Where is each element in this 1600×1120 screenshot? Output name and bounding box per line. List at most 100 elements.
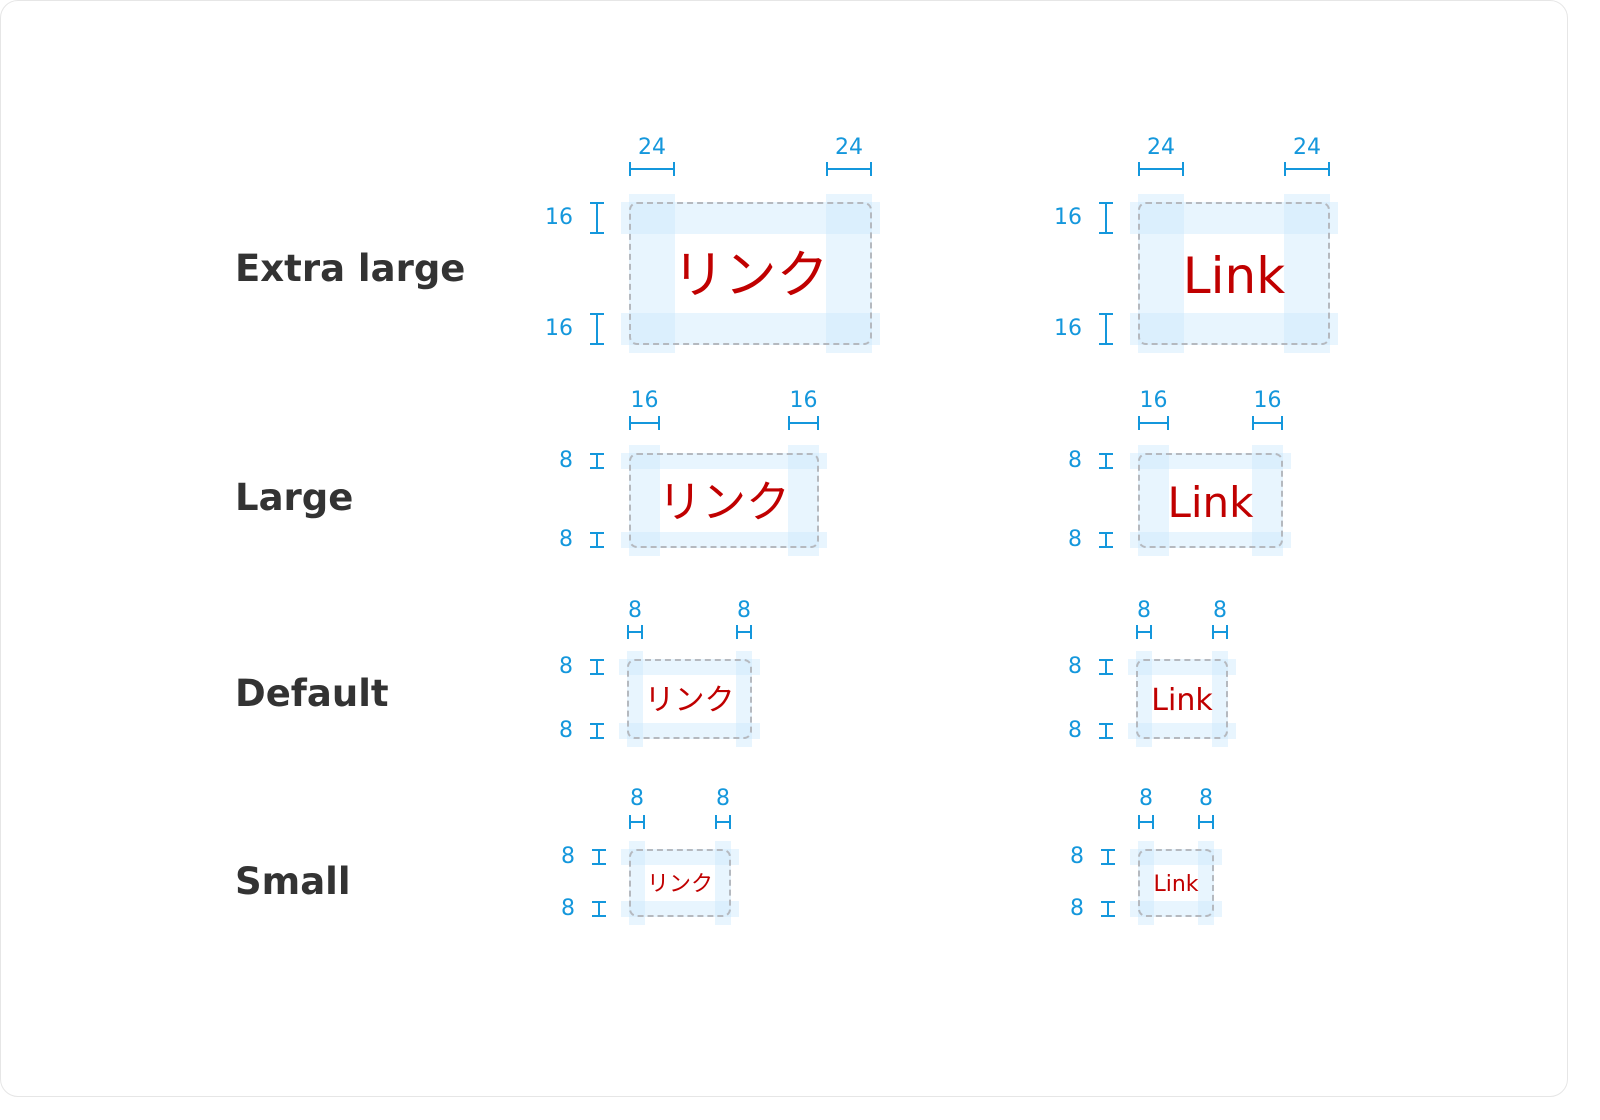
default-jp-vdim-top [590,659,604,675]
small-en-outline [1138,849,1214,917]
extra-large-jp-vdim-top [590,202,604,234]
extra-large-jp-hdim-right-value: 24 [835,135,863,160]
default-jp-vdim-top-value: 8 [559,654,573,679]
large-jp-vdim-top [590,453,604,469]
row-label-extra-large: Extra large [235,247,466,290]
extra-large-en-vdim-bottom-value: 16 [1054,316,1082,341]
large-en-vdim-top-value: 8 [1068,448,1082,473]
extra-large-en-vdim-bottom [1099,313,1113,345]
extra-large-en-link-text: Link [1182,246,1286,305]
default-jp-hdim-right-value: 8 [737,598,751,623]
extra-large-jp-hdim-right [826,162,872,176]
extra-large-en-hdim-right [1284,162,1330,176]
default-jp-link-text: リンク [644,683,735,718]
small-jp-vdim-bottom [592,901,606,917]
default-jp-pad-right [736,651,752,747]
extra-large-jp-pad-left [629,194,675,353]
small-jp-pad-top [621,849,739,865]
large-en-pad-left [1138,445,1169,556]
small-jp-hdim-left-value: 8 [630,786,644,811]
large-jp-vdim-bottom-value: 8 [559,527,573,552]
small-jp-pad-bottom [621,901,739,917]
small-en-pad-right [1198,841,1214,925]
small-en-pad-bottom [1130,901,1222,917]
default-en-vdim-bottom-value: 8 [1068,718,1082,743]
small-jp-pad-left [629,841,645,925]
default-jp-outline [627,659,752,739]
extra-large-jp-hdim-left [629,162,675,176]
extra-large-jp-hdim-left-value: 24 [638,135,666,160]
default-jp-pad-bottom [619,723,760,739]
row-label-default: Default [235,672,389,715]
large-en-link-text: Link [1167,477,1254,527]
extra-large-jp-vdim-bottom [590,313,604,345]
large-en-pad-top [1130,453,1291,469]
large-jp-hdim-left [629,416,660,430]
large-jp-pad-left [629,445,660,556]
extra-large-en-vdim-top [1099,202,1113,234]
small-en-vdim-bottom-value: 8 [1070,896,1084,921]
extra-large-en-pad-right [1284,194,1330,353]
default-jp-vdim-bottom [590,723,604,739]
extra-large-en-hdim-right-value: 24 [1293,135,1321,160]
large-jp-pad-top [621,453,827,469]
default-en-hdim-left-value: 8 [1137,598,1151,623]
large-jp-pad-bottom [621,532,827,548]
large-en-vdim-bottom [1099,532,1113,548]
extra-large-jp-pad-bottom [621,313,880,345]
default-en-pad-bottom [1128,723,1236,739]
large-en-vdim-bottom-value: 8 [1068,527,1082,552]
default-en-outline [1136,659,1228,739]
large-jp-hdim-right-value: 16 [789,388,818,413]
small-jp-hdim-right [715,815,731,829]
extra-large-en-pad-top [1130,202,1338,234]
extra-large-en-hdim-left-value: 24 [1147,135,1175,160]
small-jp-pad-right [715,841,731,925]
diagram-canvas: Extra large Large Default Small リンク 24 24 1… [0,0,1568,1097]
default-jp-pad-left [627,651,643,747]
large-en-outline [1138,453,1283,548]
default-en-hdim-right [1212,625,1228,639]
extra-large-jp-vdim-top-value: 16 [545,205,573,230]
small-en-vdim-top-value: 8 [1070,844,1084,869]
large-jp-hdim-right [788,416,819,430]
default-en-vdim-top [1099,659,1113,675]
default-en-hdim-right-value: 8 [1213,598,1227,623]
large-jp-outline [629,453,819,548]
default-en-vdim-top-value: 8 [1068,654,1082,679]
large-en-hdim-left [1138,416,1169,430]
large-jp-vdim-bottom [590,532,604,548]
small-jp-vdim-top [592,849,606,865]
extra-large-jp-vdim-bottom-value: 16 [545,316,573,341]
large-jp-vdim-top-value: 8 [559,448,573,473]
small-en-link-text: Link [1153,872,1199,897]
default-jp-hdim-right [736,625,752,639]
default-en-pad-left [1136,651,1152,747]
default-jp-pad-top [619,659,760,675]
large-jp-link-text: リンク [658,476,790,528]
default-jp-hdim-left-value: 8 [628,598,642,623]
large-en-hdim-left-value: 16 [1139,388,1168,413]
extra-large-en-outline [1138,202,1330,345]
small-en-hdim-right-value: 8 [1199,786,1213,811]
row-label-small: Small [235,860,351,903]
small-en-vdim-top [1101,849,1115,865]
extra-large-jp-outline [629,202,872,345]
default-jp-hdim-left [627,625,643,639]
small-jp-link-text: リンク [646,872,714,897]
small-en-hdim-left [1138,815,1154,829]
large-en-hdim-right [1252,416,1283,430]
large-en-hdim-right-value: 16 [1253,388,1282,413]
extra-large-jp-link-text: リンク [672,245,829,306]
small-en-vdim-bottom [1101,901,1115,917]
small-jp-hdim-right-value: 8 [716,786,730,811]
extra-large-jp-pad-top [621,202,880,234]
extra-large-en-hdim-left [1138,162,1184,176]
row-label-large: Large [235,476,354,519]
extra-large-en-pad-bottom [1130,313,1338,345]
large-en-pad-right [1252,445,1283,556]
small-jp-outline [629,849,731,917]
default-en-vdim-bottom [1099,723,1113,739]
small-en-hdim-left-value: 8 [1139,786,1153,811]
small-en-pad-left [1138,841,1154,925]
